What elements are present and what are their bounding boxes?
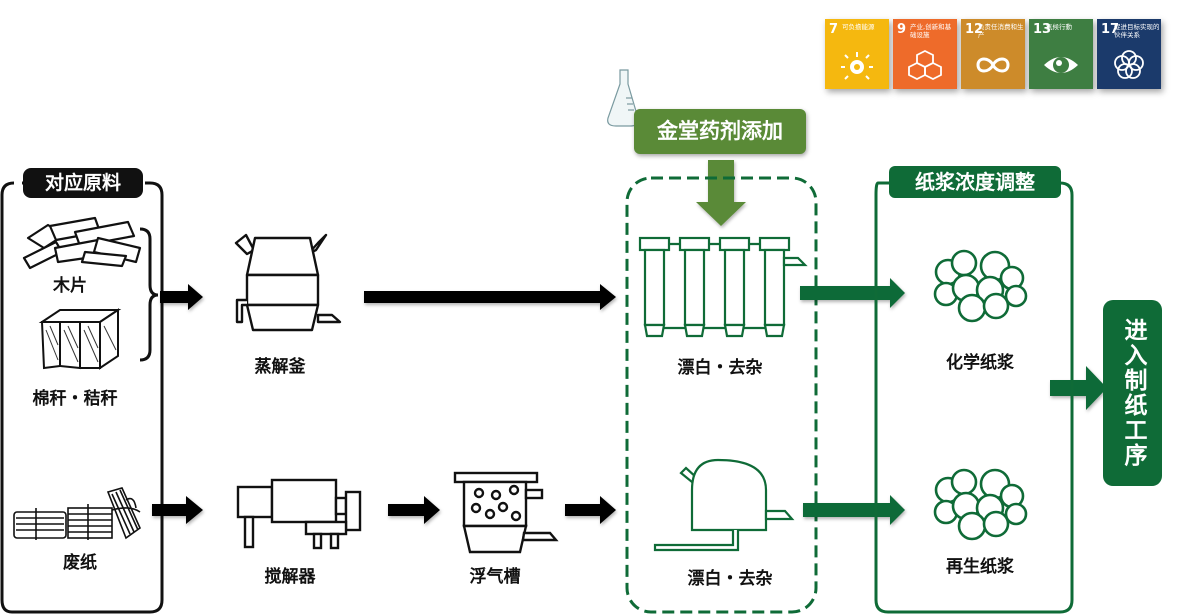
arrow-to-papermaking xyxy=(1050,366,1107,410)
chemical-down-arrow xyxy=(696,160,746,226)
cubes-icon xyxy=(908,49,942,81)
bleaching-frame xyxy=(625,176,818,614)
sdg-number: 13 xyxy=(1033,22,1052,37)
flotation-label: 浮气槽 xyxy=(469,567,521,587)
raw-material-waste-paper: 废纸 xyxy=(63,553,97,573)
sdg-text: 氣候行動 xyxy=(1046,23,1072,31)
raw-material-wood-chips: 木片 xyxy=(53,276,87,296)
pulp-adjust-title: 纸浆浓度调整 xyxy=(889,166,1061,198)
eye-globe-icon xyxy=(1044,57,1078,73)
arrow-bleach-to-chemical-pulp xyxy=(800,278,905,308)
bleaching-lower-label: 漂白・去杂 xyxy=(687,569,773,589)
black-arrows xyxy=(152,284,616,524)
bracket xyxy=(139,227,159,362)
sdg-badge-12: 12 负责任消费和生产 xyxy=(961,19,1025,89)
sdg-number: 17 xyxy=(1101,22,1120,37)
arrow-raw-to-digester xyxy=(160,284,203,310)
green-arrows xyxy=(800,278,1107,525)
straw-bales-icon xyxy=(38,308,122,370)
raw-materials-title: 对应原料 xyxy=(23,168,143,198)
sdg-badge-17: 17 促进目标实现的伙伴关系 xyxy=(1097,19,1161,89)
arrow-digester-to-bleach xyxy=(364,284,616,310)
chemical-pulp-icon xyxy=(933,249,1028,323)
sdg-text: 产业,创新和基础设施 xyxy=(910,23,952,39)
bleaching-upper-label: 漂白・去杂 xyxy=(677,358,763,378)
bleaching-towers-icon xyxy=(638,236,808,338)
papermaking-step-label: 进入制纸工序 xyxy=(1103,300,1162,486)
arrow-pulper-to-flotation xyxy=(388,496,440,524)
sdg-badge-7: 7 可负擔能源 xyxy=(825,19,889,89)
sdg-text: 负责任消费和生产 xyxy=(978,23,1024,39)
digester-label: 蒸解釜 xyxy=(254,357,306,377)
digester-icon xyxy=(234,233,342,332)
sdg-text: 促进目标实现的伙伴关系 xyxy=(1114,23,1160,39)
sdg-number: 12 xyxy=(965,22,984,37)
recycled-pulp-icon xyxy=(933,468,1028,541)
arrow-flotation-to-bleach xyxy=(565,496,616,524)
papermaking-step-text: 进入制纸工序 xyxy=(1120,318,1146,468)
pulp-adjust-frame xyxy=(874,181,1074,614)
chemical-addition-label: 金堂药剂添加 xyxy=(634,109,806,154)
sdg-badge-9: 9 产业,创新和基础设施 xyxy=(893,19,957,89)
flower-rings-icon xyxy=(1114,50,1144,79)
pulper-icon xyxy=(236,478,362,550)
sdg-text: 可负擔能源 xyxy=(842,23,875,31)
waste-paper-icon xyxy=(13,487,141,540)
infinity-loop-icon xyxy=(976,57,1010,73)
sdg-badge-13: 13 氣候行動 xyxy=(1029,19,1093,89)
arrow-wastepaper-to-pulper xyxy=(152,496,203,524)
wood-chips-icon xyxy=(22,216,142,270)
raw-material-straw: 棉秆・秸秆 xyxy=(32,389,118,409)
sdg-number: 9 xyxy=(897,22,907,37)
recycled-pulp-label: 再生纸浆 xyxy=(946,557,1014,577)
chemical-pulp-label: 化学纸浆 xyxy=(946,353,1014,373)
arrow-bleach-to-recycled-pulp xyxy=(803,495,905,525)
pulper-label: 搅解器 xyxy=(264,567,316,587)
flotation-cell-icon xyxy=(453,471,559,554)
sun-power-icon xyxy=(841,52,873,80)
sdg-number: 7 xyxy=(829,22,839,37)
bleaching-tank-icon xyxy=(653,458,795,552)
